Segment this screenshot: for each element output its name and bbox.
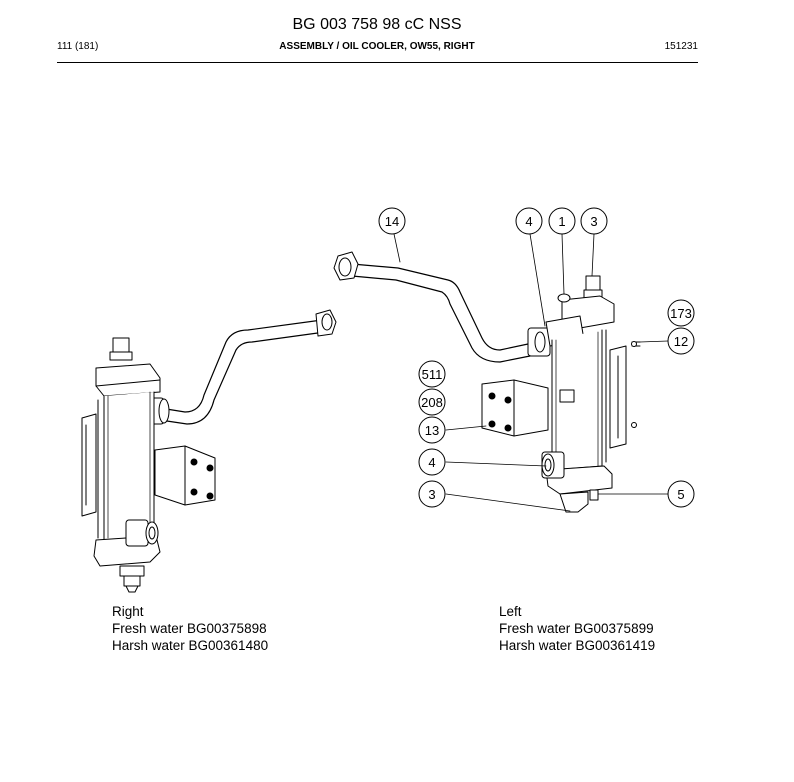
svg-text:3: 3 [590,214,597,229]
document-title: BG 003 758 98 cC NSS [292,16,462,33]
document-id: 151231 [664,41,698,52]
right-variant-label: Right [112,604,144,619]
left-variant-label: Left [499,604,522,619]
left-variant-caption: Left Fresh water BG00375899 Harsh water … [499,603,655,654]
callout-173: 173 [667,299,695,327]
svg-text:13: 13 [425,423,439,438]
callout-leaders [393,233,669,512]
svg-text:4: 4 [428,455,435,470]
callout-4-top: 4 [515,207,543,235]
svg-text:4: 4 [525,214,532,229]
right-harsh-water: Harsh water BG00361480 [112,638,269,653]
svg-text:173: 173 [670,306,692,321]
page-number: 111 (181) [57,41,99,52]
callout-5: 5 [667,480,695,508]
svg-text:3: 3 [428,487,435,502]
callout-13: 13 [418,416,446,444]
left-oil-cooler-assembly [333,251,641,513]
callout-1: 1 [548,207,576,235]
svg-text:5: 5 [677,487,684,502]
callout-3-bottom: 3 [418,480,446,508]
svg-text:14: 14 [385,214,399,229]
callout-511: 511 [418,360,446,388]
left-harsh-water: Harsh water BG00361419 [499,638,656,653]
header-rule [57,62,698,63]
callout-14: 14 [378,207,406,235]
document-subtitle: ASSEMBLY / OIL COOLER, OW55, RIGHT [279,41,475,52]
callout-12: 12 [667,327,695,355]
callout-208: 208 [418,388,446,416]
right-oil-cooler-assembly [81,309,337,593]
svg-text:511: 511 [422,367,443,382]
svg-text:208: 208 [421,395,443,410]
svg-text:12: 12 [674,334,688,349]
callout-3-top: 3 [580,207,608,235]
right-fresh-water: Fresh water BG00375898 [112,621,267,636]
right-variant-caption: Right Fresh water BG00375898 Harsh water… [112,603,268,654]
svg-text:1: 1 [558,214,565,229]
callout-4-bottom: 4 [418,448,446,476]
left-fresh-water: Fresh water BG00375899 [499,621,654,636]
